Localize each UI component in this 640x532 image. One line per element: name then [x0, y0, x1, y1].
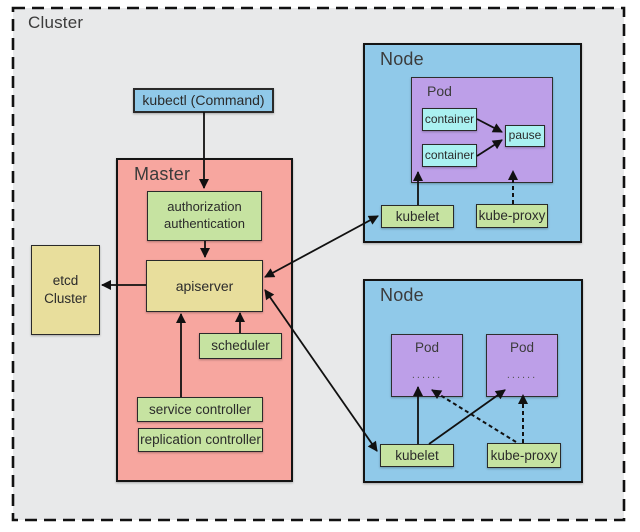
replication-controller-label: replication controller — [140, 432, 261, 448]
kubelet-top-box: kubelet — [381, 205, 454, 228]
apiserver-box: apiserver — [146, 260, 263, 312]
pod-bottom2-label: Pod — [509, 340, 535, 355]
pod-bottom2-dots: ...... — [506, 369, 538, 381]
replication-controller-box: replication controller — [138, 428, 263, 452]
kubectl-box: kubectl (Command) — [133, 88, 274, 113]
pause-label: pause — [508, 128, 542, 143]
scheduler-label: scheduler — [211, 338, 270, 354]
master-label: Master — [134, 164, 191, 184]
etcd-line2: Cluster — [44, 291, 87, 306]
container1-box: container — [422, 108, 477, 131]
pod-top-label: Pod — [427, 83, 452, 99]
kubelet-top-label: kubelet — [395, 208, 440, 224]
kubectl-label: kubectl (Command) — [142, 92, 265, 109]
auth-line2: authentication — [164, 216, 245, 231]
etcd-box: etcd Cluster — [31, 245, 100, 335]
etcd-line1: etcd — [52, 273, 79, 289]
scheduler-box: scheduler — [199, 333, 282, 359]
kubelet-bottom-box: kubelet — [380, 444, 454, 467]
service-controller-box: service controller — [137, 397, 263, 422]
auth-box: authorization authentication — [147, 191, 262, 241]
kubelet-bottom-label: kubelet — [395, 447, 439, 463]
kube-proxy-bottom-box: kube-proxy — [487, 443, 561, 468]
pause-box: pause — [505, 125, 545, 147]
auth-line1: authorization — [167, 199, 242, 215]
node-top-label: Node — [380, 49, 424, 69]
kube-proxy-bottom-label: kube-proxy — [490, 447, 558, 463]
container1-label: container — [424, 111, 475, 126]
kube-proxy-top-label: kube-proxy — [478, 208, 546, 224]
apiserver-label: apiserver — [175, 277, 234, 294]
pod-bottom1-dots: ...... — [411, 369, 443, 381]
container2-box: container — [422, 144, 477, 167]
pod-bottom1-label: Pod — [414, 340, 440, 355]
node-bottom-label: Node — [380, 285, 424, 305]
service-controller-label: service controller — [148, 401, 252, 417]
kube-proxy-top-box: kube-proxy — [476, 204, 548, 228]
cluster-label: Cluster — [28, 13, 84, 32]
container2-label: container — [424, 147, 475, 162]
